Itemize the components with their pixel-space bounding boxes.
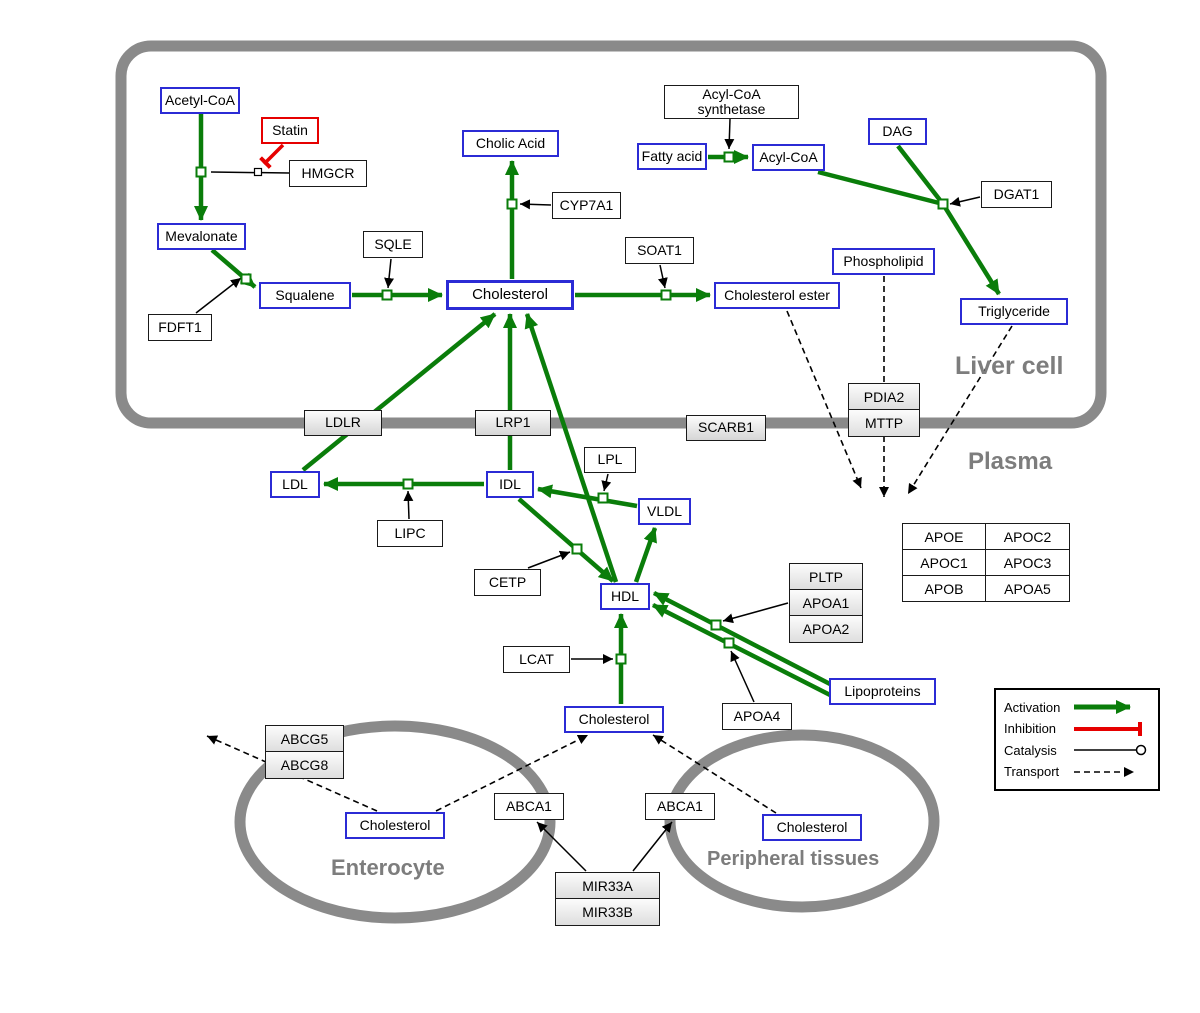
enterocyte-label: Enterocyte [331, 855, 445, 880]
hmgcr-catalysis-port [253, 167, 263, 177]
legend: Activation Inhibition Catalysis Transpor… [994, 688, 1160, 791]
legend-catalysis-row: Catalysis [1004, 740, 1150, 760]
node-apoc2[interactable]: APOC2 [986, 524, 1070, 550]
inhibition-edge [259, 143, 285, 169]
node-soat1[interactable]: SOAT1 [625, 237, 694, 264]
transport-arrow-icon [1074, 766, 1134, 777]
node-pltp[interactable]: PLTP [790, 564, 862, 590]
activation-edges [194, 114, 1001, 704]
catalysis-edges [195, 118, 981, 872]
node-fatty-acid[interactable]: Fatty acid [637, 143, 707, 170]
node-cholesterol-peripheral[interactable]: Cholesterol [762, 814, 862, 841]
node-statin[interactable]: Statin [261, 117, 319, 144]
node-cholesterol-ester[interactable]: Cholesterol ester [714, 282, 840, 309]
plasma-label: Plasma [968, 448, 1053, 475]
node-ldl[interactable]: LDL [270, 471, 320, 498]
node-cetp[interactable]: CETP [474, 569, 541, 596]
node-pltp-apoa-stack: PLTP APOA1 APOA2 [789, 563, 863, 643]
node-scarb1[interactable]: SCARB1 [686, 415, 766, 441]
node-mevalonate[interactable]: Mevalonate [157, 223, 246, 250]
node-ldlr[interactable]: LDLR [304, 410, 382, 436]
node-lrp1[interactable]: LRP1 [475, 410, 551, 436]
node-abcg-stack: ABCG5 ABCG8 [265, 725, 344, 779]
node-apoc1[interactable]: APOC1 [903, 550, 986, 576]
node-squalene[interactable]: Squalene [259, 282, 351, 309]
legend-activation-label: Activation [1004, 699, 1061, 715]
node-cholic-acid[interactable]: Cholic Acid [462, 130, 559, 157]
liver-cell-label: Liver cell [955, 352, 1064, 380]
node-cholesterol-enterocyte[interactable]: Cholesterol [345, 812, 445, 839]
node-acetyl-coa[interactable]: Acetyl-CoA [160, 87, 240, 114]
legend-catalysis-label: Catalysis [1004, 742, 1057, 758]
enterocyte-membrane [234, 720, 556, 924]
node-sqle[interactable]: SQLE [363, 231, 423, 258]
node-abca1-enterocyte[interactable]: ABCA1 [494, 793, 564, 820]
node-vldl[interactable]: VLDL [638, 498, 691, 525]
node-pdia2-mttp-stack: PDIA2 MTTP [848, 383, 920, 437]
node-cholesterol-plasma[interactable]: Cholesterol [564, 706, 664, 733]
node-cyp7a1[interactable]: CYP7A1 [552, 192, 621, 219]
node-fdft1[interactable]: FDFT1 [148, 314, 212, 341]
activation-arrow-icon [1074, 700, 1131, 714]
node-idl[interactable]: IDL [486, 471, 534, 498]
node-apoa1[interactable]: APOA1 [790, 590, 862, 616]
node-phospholipid[interactable]: Phospholipid [832, 248, 935, 275]
acyl-coa-synthetase-line2: synthetase [697, 101, 766, 117]
catalysis-circle-icon [1074, 745, 1147, 756]
node-mir33-stack: MIR33A MIR33B [555, 872, 660, 926]
reaction-nodes [195, 151, 949, 665]
node-apob[interactable]: APOB [903, 576, 986, 602]
peripheral-tissues-membrane [664, 729, 940, 913]
node-acyl-coa[interactable]: Acyl-CoA [752, 144, 825, 171]
apolipoprotein-table: APOE APOC2 APOC1 APOC3 APOB APOA5 [902, 523, 1070, 602]
node-mir33a[interactable]: MIR33A [556, 873, 659, 899]
node-mttp[interactable]: MTTP [849, 410, 919, 436]
legend-transport-label: Transport [1004, 764, 1060, 780]
node-lpl[interactable]: LPL [584, 447, 636, 473]
compartment-membranes [115, 40, 1107, 924]
node-hdl[interactable]: HDL [600, 583, 650, 610]
peripheral-tissues-label: Peripheral tissues [707, 848, 880, 870]
node-lipoproteins[interactable]: Lipoproteins [829, 678, 936, 705]
node-abcg8[interactable]: ABCG8 [266, 752, 343, 778]
node-acyl-coa-synthetase[interactable]: Acyl-CoA synthetase [664, 85, 799, 119]
node-mir33b[interactable]: MIR33B [556, 899, 659, 925]
node-dgat1[interactable]: DGAT1 [981, 181, 1052, 208]
node-lipc[interactable]: LIPC [377, 520, 443, 547]
node-abca1-peripheral[interactable]: ABCA1 [645, 793, 715, 820]
node-hmgcr[interactable]: HMGCR [289, 160, 367, 187]
node-triglyceride[interactable]: Triglyceride [960, 298, 1068, 325]
legend-inhibition-row: Inhibition [1004, 719, 1150, 739]
acyl-coa-synthetase-line1: Acyl-CoA [702, 86, 761, 102]
node-apoa2[interactable]: APOA2 [790, 616, 862, 642]
node-apoe[interactable]: APOE [903, 524, 986, 550]
legend-activation-row: Activation [1004, 697, 1150, 717]
node-abcg5[interactable]: ABCG5 [266, 726, 343, 752]
node-lcat[interactable]: LCAT [503, 646, 570, 673]
liver-cell-membrane [115, 40, 1107, 429]
node-pdia2[interactable]: PDIA2 [849, 384, 919, 410]
node-dag[interactable]: DAG [868, 118, 927, 145]
inhibition-tbar-icon [1074, 721, 1142, 736]
legend-transport-row: Transport [1004, 762, 1150, 782]
node-apoa5[interactable]: APOA5 [986, 576, 1070, 602]
node-cholesterol-liver[interactable]: Cholesterol [446, 280, 574, 310]
node-apoc3[interactable]: APOC3 [986, 550, 1070, 576]
legend-inhibition-label: Inhibition [1004, 721, 1057, 737]
node-apoa4[interactable]: APOA4 [722, 703, 792, 730]
